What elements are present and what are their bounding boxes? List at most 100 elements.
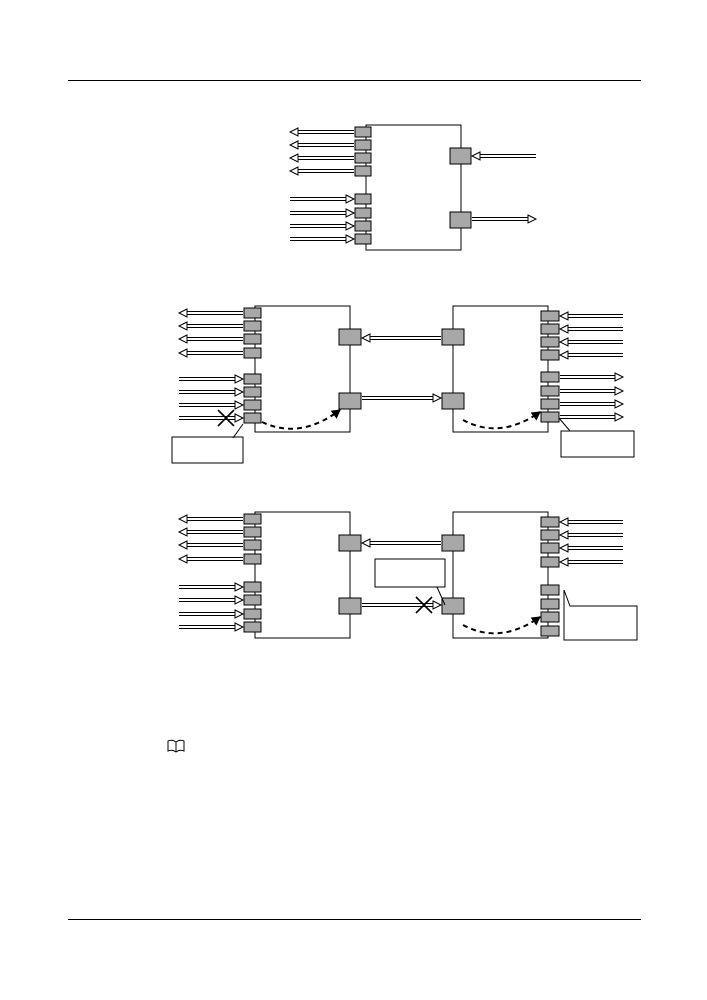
port-block xyxy=(243,539,262,551)
port-block xyxy=(540,516,560,528)
port-block xyxy=(449,211,472,229)
port-block xyxy=(338,597,362,615)
callout-box xyxy=(171,436,244,464)
port-block xyxy=(243,307,262,319)
signal-arrow-head xyxy=(288,127,299,137)
port-block xyxy=(354,233,372,245)
signal-arrow-head xyxy=(288,153,299,163)
signal-arrow-head xyxy=(345,234,356,244)
callout-box xyxy=(374,558,446,588)
signal-arrow-head xyxy=(234,400,245,410)
signal-arrow-head xyxy=(360,538,371,548)
signal-arrow-head xyxy=(234,595,245,605)
port-block xyxy=(243,526,262,538)
x-mark-icon xyxy=(217,409,235,427)
signal-arrow-head xyxy=(345,221,356,231)
board-box xyxy=(452,305,549,433)
port-block xyxy=(354,139,372,151)
signal-arrow-head xyxy=(614,399,625,409)
signal-arrow-head xyxy=(288,166,299,176)
port-block xyxy=(243,320,262,332)
port-block xyxy=(441,597,465,615)
port-block xyxy=(540,556,560,568)
port-block xyxy=(540,323,560,335)
port-block xyxy=(540,385,560,397)
port-block xyxy=(243,581,262,593)
signal-arrow-head xyxy=(177,348,188,358)
port-block xyxy=(243,621,262,633)
signal-arrow-head xyxy=(470,151,481,161)
port-block xyxy=(540,411,560,423)
signal-arrow-head xyxy=(345,194,356,204)
signal-arrow-head xyxy=(177,308,188,318)
port-block xyxy=(243,553,262,565)
port-block xyxy=(243,399,262,411)
board-box xyxy=(254,511,351,639)
port-block xyxy=(441,392,465,410)
port-block xyxy=(243,513,262,525)
dashed-curve-arrow-icon xyxy=(462,616,541,635)
signal-arrow-head xyxy=(558,517,569,527)
port-block xyxy=(540,598,560,610)
signal-arrow-head xyxy=(288,140,299,150)
port-block xyxy=(540,611,560,623)
signal-arrow-head xyxy=(234,374,245,384)
port-block xyxy=(540,398,560,410)
port-block xyxy=(338,534,362,552)
port-block xyxy=(243,333,262,345)
signal-arrow-head xyxy=(234,609,245,619)
callout-leader xyxy=(232,423,244,439)
signal-arrow-head xyxy=(558,324,569,334)
signal-arrow-head xyxy=(234,413,245,423)
signal-arrow-head xyxy=(558,337,569,347)
signal-arrow-head xyxy=(614,412,625,422)
signal-arrow-head xyxy=(177,554,188,564)
port-block xyxy=(354,207,372,219)
footer-rule xyxy=(68,919,641,920)
port-block xyxy=(354,193,372,205)
signal-arrow-head xyxy=(432,600,443,610)
signal-arrow-head xyxy=(558,530,569,540)
port-block xyxy=(243,412,262,424)
signal-arrow-head xyxy=(558,557,569,567)
port-block xyxy=(338,392,362,410)
signal-arrow-head xyxy=(558,543,569,553)
callout-box xyxy=(563,589,638,641)
signal-arrow-head xyxy=(558,311,569,321)
port-block xyxy=(354,152,372,164)
signal-arrow-head xyxy=(234,622,245,632)
signal-arrow-head xyxy=(177,527,188,537)
port-block xyxy=(449,147,472,165)
signal-arrow-head xyxy=(432,393,443,403)
port-block xyxy=(441,534,465,552)
port-block xyxy=(243,373,262,385)
signal-arrow-head xyxy=(177,540,188,550)
port-block xyxy=(540,529,560,541)
port-block xyxy=(354,165,372,177)
port-block xyxy=(540,584,560,596)
dashed-curve-arrow-icon xyxy=(261,409,341,430)
signal-arrow-head xyxy=(177,321,188,331)
signal-arrow-head xyxy=(177,514,188,524)
signal-arrow-head xyxy=(614,372,625,382)
port-block xyxy=(243,386,262,398)
port-block xyxy=(540,625,560,637)
signal-arrow-head xyxy=(177,334,188,344)
port-block xyxy=(243,347,262,359)
port-block xyxy=(540,336,560,348)
board-box xyxy=(365,124,462,251)
port-block xyxy=(338,328,362,346)
signal-arrow-head xyxy=(614,386,625,396)
board-box xyxy=(254,305,351,433)
signal-arrow-head xyxy=(234,387,245,397)
dashed-curve-arrow-icon xyxy=(462,411,541,430)
port-block xyxy=(540,371,560,383)
callout-box xyxy=(560,430,635,458)
signal-arrow-head xyxy=(345,208,356,218)
port-block xyxy=(441,328,465,346)
board-box xyxy=(452,511,549,639)
signal-arrow-head xyxy=(527,214,538,224)
signal-arrow-head xyxy=(558,350,569,360)
book-note-icon xyxy=(167,739,185,753)
